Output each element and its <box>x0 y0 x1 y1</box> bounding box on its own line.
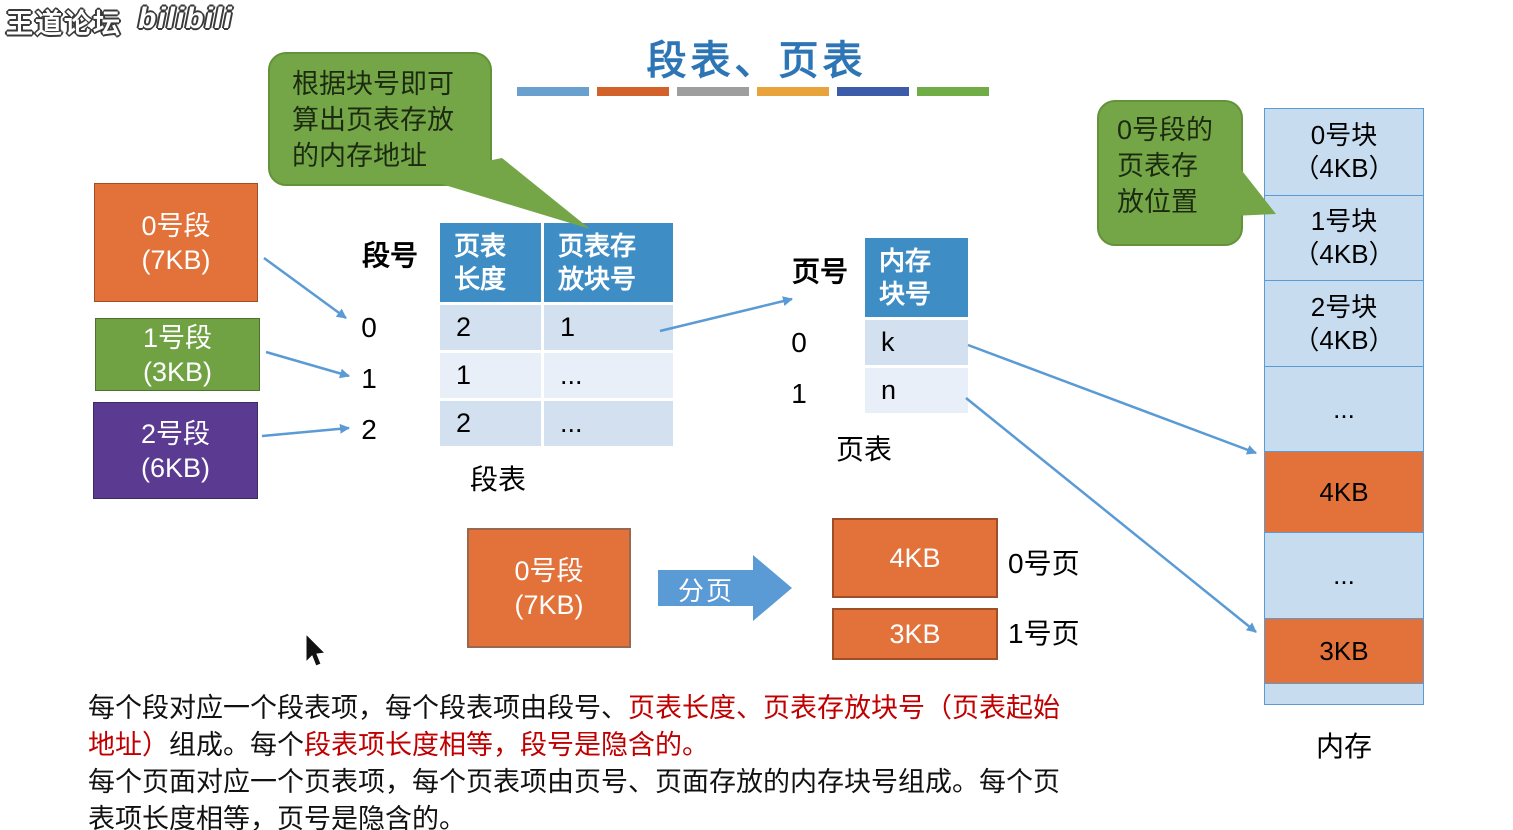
note-paragraph-pages: 每个页面对应一个页表项，每个页表项由页号、页面存放的内存块号组成。每个页 表项长… <box>88 764 1198 830</box>
page-label-1: 1号页 <box>1008 618 1080 649</box>
memory-block-7 <box>1264 683 1424 705</box>
page-table: 内存 块号 k n <box>865 238 968 413</box>
accent-bar-segment <box>597 87 669 96</box>
segment-size: (7KB) <box>514 590 584 620</box>
segment-table-cell-len-0: 2 <box>440 305 541 350</box>
memory-block-2: 2号块 （4KB） <box>1264 280 1424 367</box>
segment-table-cell-len-1: 1 <box>440 353 541 398</box>
note-text-red: 页表长度、页表存放块号（页表起始 地址） <box>88 693 1060 760</box>
accent-bar-segment <box>517 87 589 96</box>
memory-block-6: 3KB <box>1264 618 1424 684</box>
segment-table-cell-block-2: ... <box>544 401 673 446</box>
note-text: 组成。每个 <box>169 730 304 760</box>
segment-box-2: 2号段 (6KB) <box>93 402 258 499</box>
note-text: 每个段对应一个段表项，每个段表项由段号、 <box>88 693 628 723</box>
memory-block-4: 4KB <box>1264 451 1424 533</box>
segment-row-index-0: 0 <box>361 312 377 343</box>
arrow-n-to-memory-3kb <box>965 397 1257 633</box>
note-text-red: 段表项长度相等，段号是隐含的。 <box>304 730 709 760</box>
arrow-segment1-to-row1 <box>265 350 350 379</box>
paging-source-box: 0号段 (7KB) <box>467 528 631 648</box>
segment-table-caption: 段表 <box>470 464 527 495</box>
bilibili-logo: bilibili <box>138 2 233 35</box>
memory-column: 0号块 （4KB） 1号块 （4KB） 2号块 （4KB） ... 4KB ..… <box>1264 108 1424 705</box>
memory-block-1: 1号块 （4KB） <box>1264 195 1424 281</box>
watermark: 王道论坛 bilibili <box>6 2 233 41</box>
segment-size: (6KB) <box>140 452 211 483</box>
page-number-axis-label: 页号 <box>792 256 849 287</box>
memory-block-3: ... <box>1264 366 1424 452</box>
segment-table-cell-block-1: ... <box>544 353 673 398</box>
mouse-cursor-icon <box>305 632 327 667</box>
segment-box-0: 0号段 (7KB) <box>94 183 258 302</box>
segment-name: 2号段 <box>140 418 211 449</box>
arrow-segment2-to-row2 <box>261 423 350 438</box>
segment-box-1: 1号段 (3KB) <box>95 318 260 391</box>
page-table-caption: 页表 <box>836 434 893 465</box>
page-table-cell-block-1: n <box>865 368 968 413</box>
callout-page-table-address: 根据块号即可 算出页表存放 的内存地址 <box>268 52 492 186</box>
accent-bar-segment <box>757 87 829 96</box>
segment-table-header-length: 页表 长度 <box>440 223 541 302</box>
segment-row-index-2: 2 <box>361 414 377 445</box>
segment-table-cell-len-2: 2 <box>440 401 541 446</box>
page-box-0: 4KB <box>832 518 998 598</box>
memory-block-0: 0号块 （4KB） <box>1264 108 1424 196</box>
arrow-k-to-memory-4kb <box>967 343 1257 455</box>
segment-table-header-block: 页表存 放块号 <box>544 223 673 302</box>
arrow-segment0-to-row0 <box>263 256 347 320</box>
memory-block-5: ... <box>1264 532 1424 619</box>
page-box-1: 3KB <box>832 608 998 660</box>
paging-arrow-label: 分页 <box>677 576 734 606</box>
segment-table-cell-block-0: 1 <box>544 305 673 350</box>
accent-bar-segment <box>677 87 749 96</box>
segment-name: 0号段 <box>141 210 211 241</box>
accent-bar <box>517 87 989 96</box>
page-row-index-0: 0 <box>791 327 807 358</box>
watermark-site-name: 王道论坛 <box>6 9 122 39</box>
page-title: 段表、页表 <box>646 39 867 83</box>
segment-table: 页表 长度 页表存 放块号 2 1 1 ... 2 ... <box>440 223 673 446</box>
page-row-index-1: 1 <box>791 378 807 409</box>
segment-size: (7KB) <box>141 244 211 275</box>
memory-caption: 内存 <box>1316 731 1373 762</box>
segment-name: 0号段 <box>514 556 584 586</box>
page-table-header-block: 内存 块号 <box>865 238 968 317</box>
segment-size: (3KB) <box>142 356 213 387</box>
callout-segment0-page-table-location: 0号段的 页表存 放位置 <box>1097 100 1243 246</box>
notes: 每个段对应一个段表项，每个段表项由段号、页表长度、页表存放块号（页表起始 地址）… <box>88 690 1198 830</box>
page-label-0: 0号页 <box>1008 548 1080 579</box>
note-text: 每个页面对应一个页表项，每个页表项由页号、页面存放的内存块号组成。每个页 表项长… <box>88 767 1060 830</box>
note-paragraph-segments: 每个段对应一个段表项，每个段表项由段号、页表长度、页表存放块号（页表起始 地址）… <box>88 690 1198 764</box>
segment-row-index-1: 1 <box>361 363 377 394</box>
segment-name: 1号段 <box>142 322 213 353</box>
accent-bar-segment <box>917 87 989 96</box>
arrow-block1-to-page-table <box>659 296 793 333</box>
page-table-cell-block-0: k <box>865 320 968 365</box>
accent-bar-segment <box>837 87 909 96</box>
segment-number-axis-label: 段号 <box>362 240 419 271</box>
